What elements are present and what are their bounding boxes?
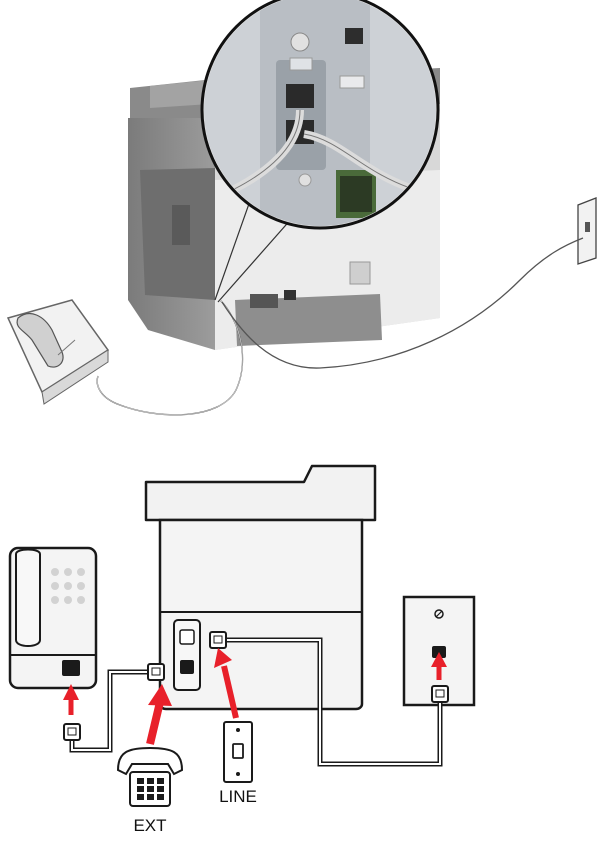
line-label: LINE xyxy=(219,787,257,806)
red-arrow-icon xyxy=(214,648,239,719)
printer-outline xyxy=(144,464,377,711)
ext-label: EXT xyxy=(133,816,166,835)
callout-magnifier xyxy=(200,0,440,230)
ext-telephone-icon xyxy=(116,746,184,807)
telephone-outline xyxy=(8,546,98,690)
phone-plug-icon xyxy=(209,631,227,649)
phone-plug-icon xyxy=(147,663,165,681)
keypad xyxy=(51,568,85,604)
phone-plug-icon xyxy=(63,723,81,741)
bottom-cables xyxy=(69,637,443,767)
phone-plug-icon xyxy=(431,685,449,703)
wall-jack-photo xyxy=(577,197,597,265)
telephone-photo xyxy=(6,299,110,405)
top-cables xyxy=(96,237,584,416)
red-arrow-icon xyxy=(63,684,79,715)
line-jack-icon xyxy=(223,721,253,783)
red-arrow-icon xyxy=(146,684,172,745)
red-arrow-icon xyxy=(431,652,447,680)
